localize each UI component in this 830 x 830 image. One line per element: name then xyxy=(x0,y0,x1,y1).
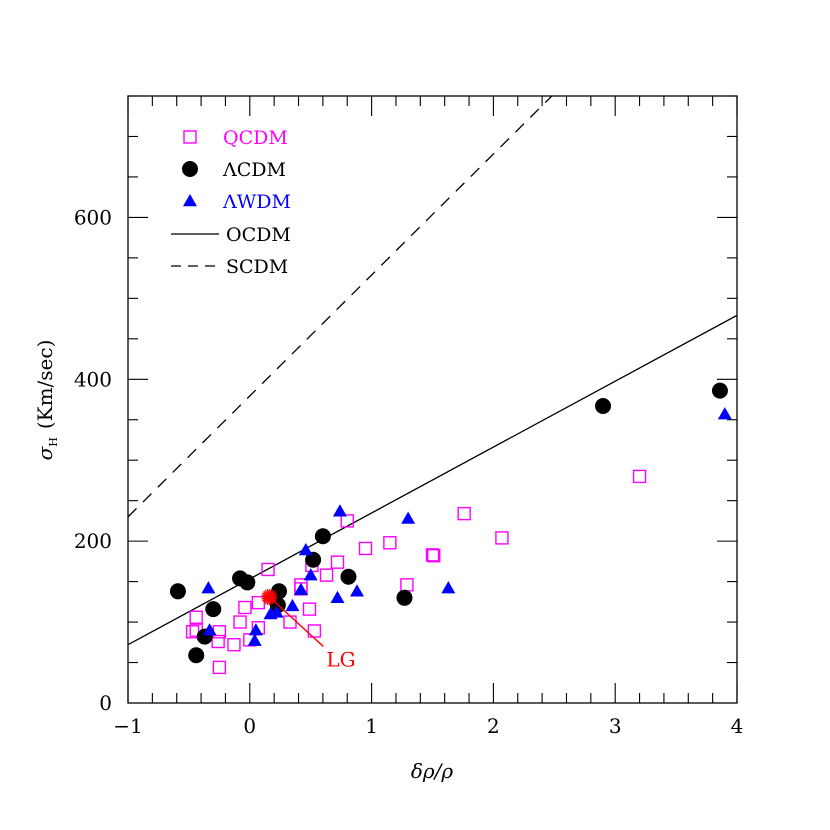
lg-label: LG xyxy=(326,647,355,671)
triangle-marker xyxy=(269,605,284,618)
x-axis-label: δρ/ρ xyxy=(411,759,454,783)
triangle-marker xyxy=(298,543,313,556)
y-tick-label: 600 xyxy=(74,205,112,229)
x-tick-label: 4 xyxy=(731,714,744,738)
model-lines xyxy=(128,96,737,646)
square-marker xyxy=(233,615,247,629)
triangle-marker xyxy=(330,590,345,604)
svg-text:σH(Km/sec): σH (Km/sec) xyxy=(33,340,60,461)
triangle-marker xyxy=(285,598,300,612)
triangle-marker xyxy=(441,581,456,594)
x-tick-label: 2 xyxy=(487,714,500,738)
square-marker xyxy=(189,610,203,624)
triangle-marker xyxy=(183,194,197,207)
square-marker xyxy=(183,130,197,144)
square-marker xyxy=(211,634,225,649)
legend-label: QCDM xyxy=(223,127,288,149)
square-marker xyxy=(400,578,414,592)
circle-marker xyxy=(169,583,186,600)
y-axis-label-subscript: H xyxy=(47,437,60,447)
square-marker xyxy=(307,624,322,638)
legend-item-qcdm: QCDM xyxy=(183,127,288,149)
triangle-marker xyxy=(202,623,217,636)
circle-marker xyxy=(396,589,413,606)
legend-item-scdm: SCDM xyxy=(171,256,288,278)
x-tick-label: 1 xyxy=(365,714,378,738)
circle-marker xyxy=(340,568,357,585)
square-marker xyxy=(238,600,252,615)
circle-marker xyxy=(239,574,256,591)
y-axis-label: σH (Km/sec) xyxy=(33,340,60,461)
square-marker xyxy=(330,555,345,569)
circle-marker xyxy=(305,551,322,568)
triangle-marker xyxy=(401,511,416,524)
x-tick-label: 3 xyxy=(609,714,622,738)
legend-label: SCDM xyxy=(226,256,288,278)
circle-marker xyxy=(205,601,222,618)
square-marker xyxy=(383,536,397,550)
circle-marker xyxy=(314,528,331,545)
triangle-marker xyxy=(717,407,732,420)
x-tick-label: 0 xyxy=(243,714,256,738)
legend-item-ocdm: OCDM xyxy=(171,224,291,246)
triangle-marker xyxy=(248,623,263,636)
y-axis-label-unit: (Km/sec) xyxy=(33,340,57,430)
circle-marker xyxy=(595,397,612,414)
legend-label: OCDM xyxy=(226,224,291,246)
starburst-icon xyxy=(261,588,278,605)
legend-label: ΛCDM xyxy=(222,159,286,181)
circle-marker xyxy=(711,382,728,399)
square-marker xyxy=(212,660,227,675)
square-marker xyxy=(495,531,509,545)
legend: QCDM ΛCDM ΛWDM OCDM SCDM xyxy=(171,127,291,278)
lg-annotation: LG xyxy=(261,588,356,671)
lg-pointer-line xyxy=(268,596,324,647)
y-tick-label: 0 xyxy=(99,691,112,715)
square-marker xyxy=(425,548,440,562)
legend-item-λwdm: ΛWDM xyxy=(183,191,291,213)
scdm-line xyxy=(128,96,553,518)
square-marker xyxy=(261,562,275,577)
triangle-marker xyxy=(303,568,318,581)
square-marker xyxy=(427,549,441,563)
circle-marker xyxy=(188,647,205,664)
triangle-marker xyxy=(293,582,308,595)
square-marker xyxy=(227,638,241,652)
square-marker xyxy=(358,541,373,556)
y-axis-label-symbol: σ xyxy=(33,445,57,460)
square-marker xyxy=(457,506,471,521)
plot-frame xyxy=(127,95,738,704)
triangle-marker xyxy=(247,633,262,646)
square-marker xyxy=(340,514,354,528)
data-points xyxy=(169,382,732,675)
legend-label: ΛWDM xyxy=(222,191,291,213)
circle-marker xyxy=(182,161,198,177)
y-tick-label: 200 xyxy=(74,529,112,553)
triangle-marker xyxy=(332,504,347,517)
square-marker xyxy=(632,469,647,484)
ocdm-line xyxy=(128,314,737,646)
triangle-marker xyxy=(201,581,216,594)
square-marker xyxy=(302,602,317,616)
x-tick-label: −1 xyxy=(113,714,142,738)
legend-item-λcdm: ΛCDM xyxy=(182,159,286,181)
triangle-marker xyxy=(349,584,364,597)
square-marker xyxy=(319,568,334,582)
square-marker xyxy=(283,615,297,629)
y-tick-label: 400 xyxy=(74,367,112,391)
